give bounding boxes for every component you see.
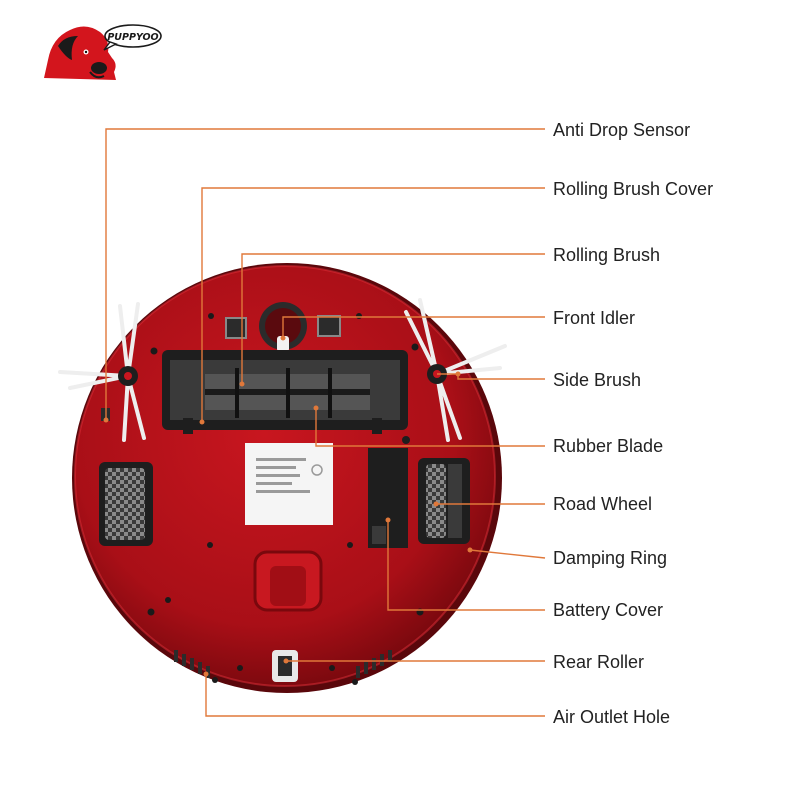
callout-rolling-brush-cover: Rolling Brush Cover <box>553 179 714 199</box>
callout-rolling-brush: Rolling Brush <box>553 245 661 265</box>
air-outlet-holes <box>174 650 392 678</box>
brand-logo: PUPPYOO <box>44 24 162 81</box>
dog-mascot-icon <box>44 26 116 81</box>
leader-rolling-brush <box>241 253 545 384</box>
leader-rubber-blade <box>315 408 545 447</box>
screw-holes <box>147 313 424 685</box>
leader-lines <box>105 128 546 717</box>
leader-damping-ring <box>469 549 546 559</box>
leader-air-outlet-hole <box>205 674 545 717</box>
callout-side-brush: Side Brush <box>553 370 642 390</box>
handle-recess <box>253 550 323 612</box>
brand-logo-text: PUPPYOO <box>107 32 158 43</box>
leader-battery-cover <box>387 520 545 611</box>
callout-front-idler: Front Idler <box>553 308 636 328</box>
robot-vacuum-underside <box>58 263 507 693</box>
callout-air-outlet-hole: Air Outlet Hole <box>553 707 671 727</box>
leader-anti-drop-sensor <box>105 128 545 420</box>
road-wheel-right <box>418 458 470 544</box>
leader-rolling-brush-cover <box>201 187 545 422</box>
leader-dots <box>103 335 473 677</box>
road-wheel-left <box>99 462 153 546</box>
leader-front-idler <box>282 316 545 338</box>
side-brush-left <box>58 302 146 442</box>
speech-bubble-icon <box>103 24 162 51</box>
callout-battery-cover: Battery Cover <box>553 600 664 620</box>
rolling-brush <box>205 368 370 418</box>
product-label-plate <box>245 443 333 525</box>
callout-damping-ring: Damping Ring <box>553 548 668 568</box>
callout-rubber-blade: Rubber Blade <box>553 436 664 456</box>
callout-rear-roller: Rear Roller <box>553 652 645 672</box>
anti-drop-sensor <box>101 315 341 421</box>
callout-anti-drop-sensor: Anti Drop Sensor <box>553 120 691 140</box>
callout-road-wheel: Road Wheel <box>553 494 653 514</box>
battery-cover <box>368 436 410 548</box>
rear-roller <box>272 650 298 682</box>
